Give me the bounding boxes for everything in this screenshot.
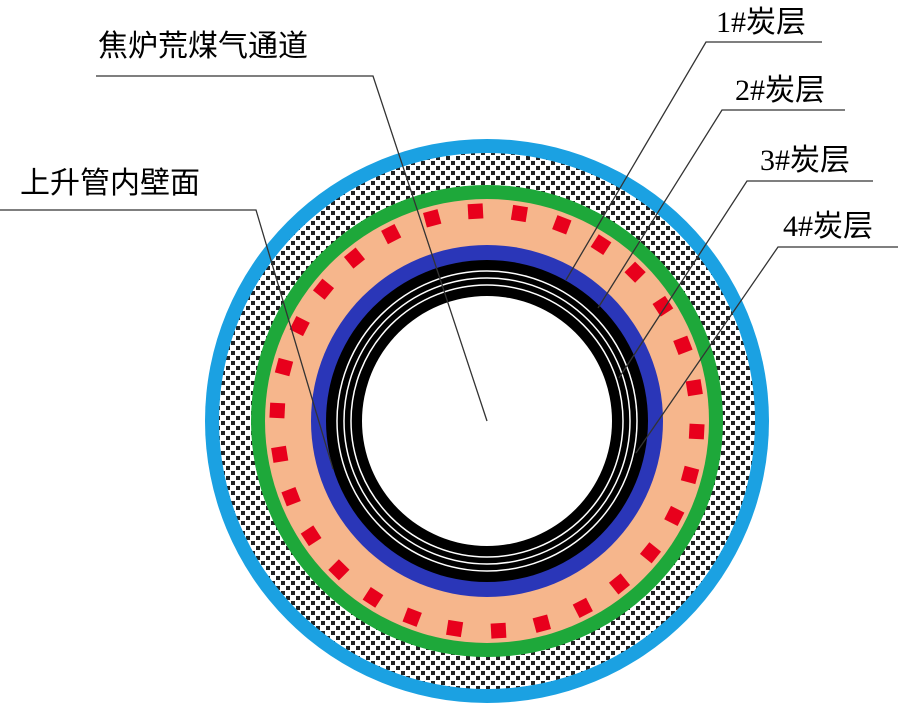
red-square-marker [343, 247, 366, 269]
red-square-marker [624, 261, 646, 283]
red-square-marker [639, 542, 662, 564]
red-square-marker [328, 559, 350, 581]
carbon-gap-2 [343, 277, 631, 565]
red-square-marker [552, 215, 572, 235]
red-square-marker [312, 278, 335, 300]
red-square-markers [269, 203, 705, 639]
red-square-marker [608, 573, 631, 595]
label-layer4: 4#炭层 [783, 210, 873, 243]
label-layer2: 2#炭层 [735, 74, 825, 107]
red-square-marker [664, 505, 685, 526]
red-square-marker [590, 234, 612, 255]
red-square-marker [269, 402, 286, 419]
leader-layer2 [597, 109, 845, 309]
red-square-marker [680, 465, 700, 485]
red-square-marker [490, 622, 507, 639]
red-square-marker [446, 619, 464, 638]
red-square-marker [688, 423, 705, 440]
red-square-marker [274, 357, 294, 377]
red-square-marker [281, 487, 301, 507]
leader-inner-wall [0, 209, 334, 470]
label-inner-wall: 上升管内壁面 [20, 167, 200, 200]
red-square-marker [402, 607, 422, 627]
red-square-marker [300, 525, 322, 547]
red-square-marker [673, 335, 693, 355]
label-layer1: 1#炭层 [716, 6, 806, 39]
red-square-marker [381, 224, 402, 245]
leader-channel [96, 75, 488, 422]
red-square-marker [510, 204, 528, 223]
label-gas-channel: 焦炉荒煤气通道 [98, 30, 308, 63]
red-square-marker [289, 316, 310, 337]
red-square-marker [572, 597, 593, 618]
red-square-marker [271, 445, 289, 463]
red-square-marker [467, 203, 484, 220]
red-square-marker [532, 614, 551, 633]
carbon-gap-3 [350, 284, 624, 558]
red-square-marker [423, 209, 442, 228]
label-layer3: 3#炭层 [760, 144, 850, 177]
leader-layer4 [635, 246, 898, 454]
leader-layer3 [618, 180, 873, 379]
carbon-gap-1 [336, 270, 638, 572]
red-square-marker [652, 295, 674, 317]
red-square-marker [362, 587, 384, 608]
leader-lines [0, 41, 898, 470]
leader-layer1 [565, 41, 822, 281]
red-square-marker [685, 379, 703, 397]
